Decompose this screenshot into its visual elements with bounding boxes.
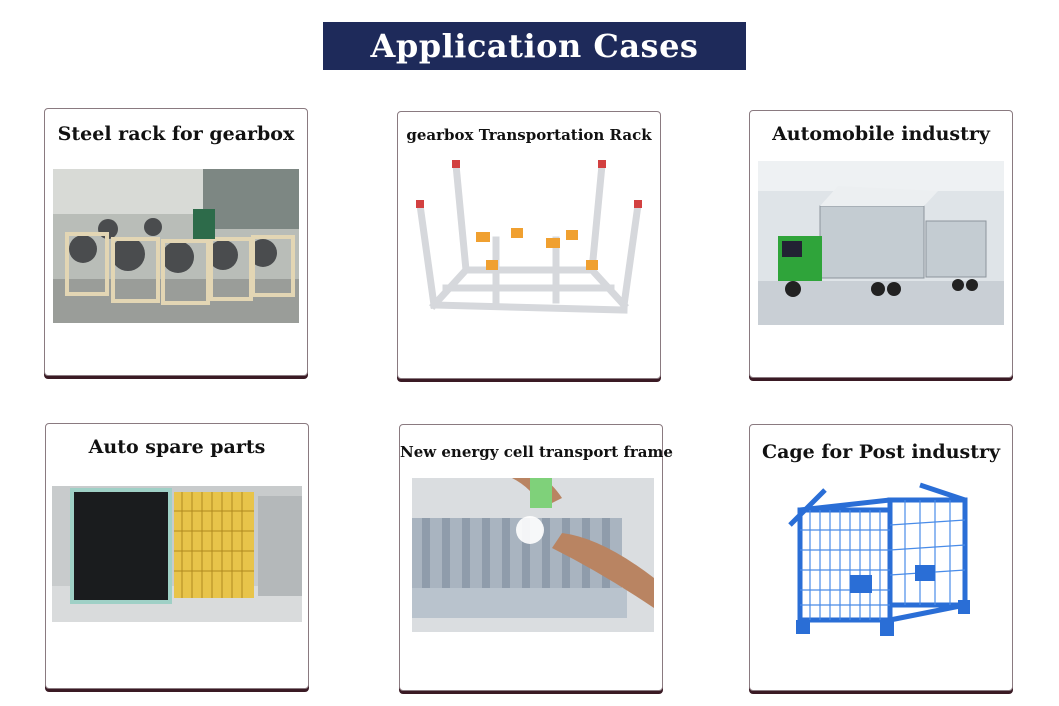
case-card-spare-parts[interactable]: Auto spare parts	[45, 423, 309, 689]
header-banner: Application Cases	[323, 22, 746, 70]
case-card-post-cage[interactable]: Cage for Post industry	[749, 424, 1013, 691]
car-transport-truck-photo	[758, 161, 1004, 325]
case-card-automobile[interactable]: Automobile industry	[749, 110, 1013, 378]
card-title: Automobile industry	[772, 123, 990, 145]
case-card-energy-cell[interactable]: New energy cell transport frame	[399, 424, 673, 691]
page-title: Application Cases	[370, 27, 699, 65]
wire-mesh-cages-photo	[52, 486, 302, 622]
case-card-transport-rack[interactable]: gearbox Transportation Rack	[397, 111, 661, 379]
blue-steel-cage-photo	[780, 480, 980, 655]
factory-gearbox-racks-photo	[53, 169, 299, 323]
card-title: gearbox Transportation Rack	[406, 126, 652, 144]
case-card-steel-rack[interactable]: Steel rack for gearbox	[44, 108, 308, 376]
card-title: New energy cell transport frame	[400, 443, 673, 461]
card-title: Cage for Post industry	[761, 441, 1001, 463]
card-title: Steel rack for gearbox	[57, 123, 295, 145]
card-title: Auto spare parts	[88, 436, 266, 458]
plastic-cell-tray-photo	[412, 478, 654, 632]
white-steel-rack-photo	[406, 160, 652, 326]
